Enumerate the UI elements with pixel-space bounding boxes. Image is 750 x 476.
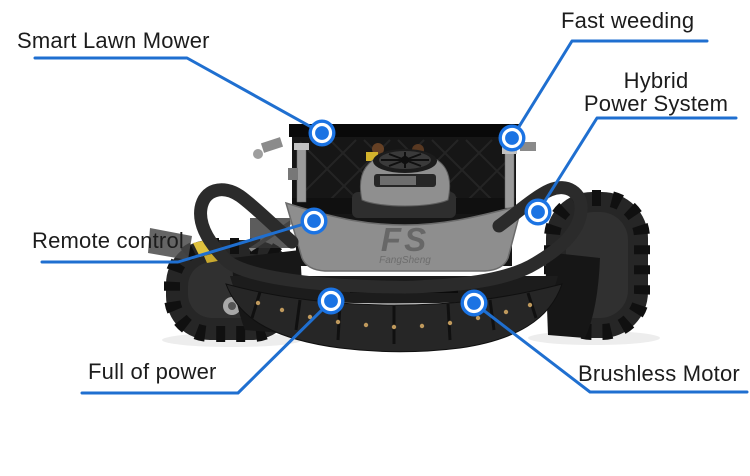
label-hybrid-power-system: Hybrid Power System [581,69,731,115]
label-smart-lawn-mower: Smart Lawn Mower [17,28,210,53]
label-hybrid-line1: Hybrid [623,68,689,93]
right-fender [545,252,600,338]
callout-dot-full-of-power [317,287,345,315]
bay-top-rail [289,124,519,137]
label-brushless-motor: Brushless Motor [578,361,740,386]
label-full-of-power: Full of power [88,359,217,384]
left-bracket [148,228,192,260]
callout-dot-brushless-motor [460,289,488,317]
leader-line-full-of-power [80,299,333,395]
label-remote-control: Remote control [32,228,184,253]
callout-dot-smart-lawn-mower [308,119,336,147]
label-fast-weeding: Fast weeding [561,8,695,33]
deck-rivets [255,300,533,330]
leader-line-fast-weeding [510,39,709,140]
callout-dot-remote-control [300,207,328,235]
engine [352,149,456,218]
label-hybrid-line2: Power System [583,91,729,116]
leader-line-brushless-motor [472,301,749,394]
leader-line-hybrid-power-system [536,116,738,214]
bumper-bar [194,181,588,294]
leader-line-smart-lawn-mower [33,56,324,135]
shield-logo-text: FS [381,221,429,258]
shield-logo-subtext: FangSheng [379,255,431,266]
yellow-switch [366,152,378,161]
callout-dots [300,119,552,317]
callout-dot-fast-weeding [498,124,526,152]
leader-line-remote-control [40,219,316,264]
front-shield: FS FangSheng [284,201,524,272]
callout-dot-hybrid-power-system [524,198,552,226]
